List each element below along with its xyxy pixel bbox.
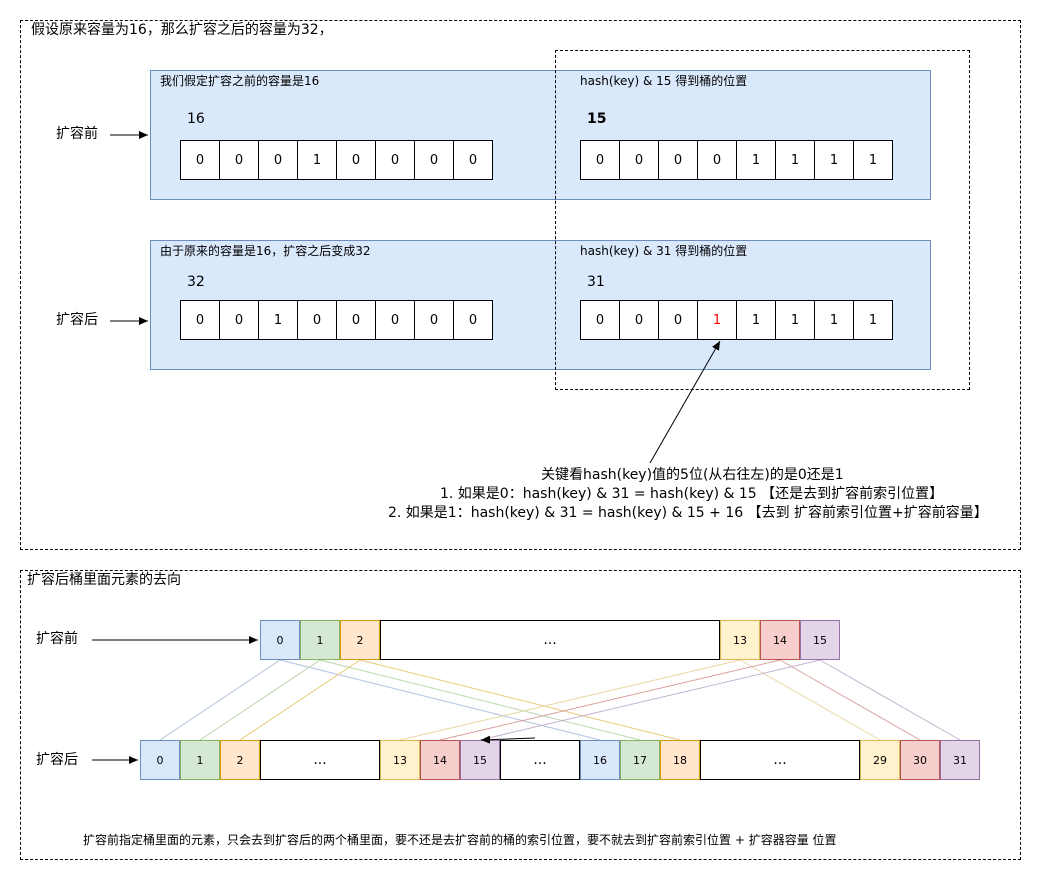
before-buckets-0: 0 <box>260 620 300 660</box>
label-before-bottom: 扩容前 <box>36 631 78 647</box>
bits-16-cell-0: 0 <box>180 140 220 180</box>
bits-31-cell-6: 1 <box>814 300 854 340</box>
section-frame-bottom <box>20 570 1021 860</box>
after-buckets-ellipsis-11: ... <box>700 740 860 780</box>
highlight-frame <box>555 50 970 390</box>
after-buckets-ellipsis-3: ... <box>260 740 380 780</box>
after-buckets-13: 13 <box>380 740 420 780</box>
map-line-14-to-30 <box>779 659 921 741</box>
after-buckets-ellipsis-7: ... <box>500 740 580 780</box>
bits-16-cell-7: 0 <box>453 140 493 180</box>
map-line-15-to-15 <box>479 659 821 741</box>
bits-31-cell-1: 0 <box>619 300 659 340</box>
before-buckets-15: 15 <box>800 620 840 660</box>
bits-32-cell-2: 1 <box>258 300 298 340</box>
arrow-note-to-bit <box>649 340 721 464</box>
note-line-3: 2. 如果是1：hash(key) & 31 = hash(key) & 15 … <box>388 505 988 521</box>
bits-31-cell-3: 1 <box>697 300 737 340</box>
after-buckets-15: 15 <box>460 740 500 780</box>
before-buckets-2: 2 <box>340 620 380 660</box>
footer-note: 扩容前指定桶里面的元素，只会去到扩容后的两个桶里面，要不还是去扩容前的桶的索引位… <box>83 833 837 847</box>
bits-31-cell-2: 0 <box>658 300 698 340</box>
map-line-1-to-1 <box>199 659 321 741</box>
note-line-1: 关键看hash(key)值的5位(从右往左)的是0还是1 <box>541 467 844 483</box>
value-32: 32 <box>187 274 205 290</box>
bits-16-cell-3: 1 <box>297 140 337 180</box>
before-buckets-ellipsis-3: ... <box>380 620 720 660</box>
panel-after-left-label: 由于原来的容量是16，扩容之后变成32 <box>160 244 371 258</box>
bits-16-cell-5: 0 <box>375 140 415 180</box>
value-31: 31 <box>587 274 605 290</box>
value-15: 15 <box>587 111 607 127</box>
bits-32-cell-1: 0 <box>219 300 259 340</box>
bits-15-cell-4: 1 <box>736 140 776 180</box>
panel-before-left-label: 我们假定扩容之前的容量是16 <box>160 74 320 88</box>
label-after-top: 扩容后 <box>56 312 98 328</box>
bits-15-cell-0: 0 <box>580 140 620 180</box>
section-frame-top <box>20 20 1021 550</box>
before-buckets-14: 14 <box>760 620 800 660</box>
bits-16-cell-6: 0 <box>414 140 454 180</box>
bits-16-cell-4: 0 <box>336 140 376 180</box>
after-buckets-30: 30 <box>900 740 940 780</box>
after-buckets-0: 0 <box>140 740 180 780</box>
after-buckets-17: 17 <box>620 740 660 780</box>
label-after-bottom: 扩容后 <box>36 752 78 768</box>
bits-32-cell-7: 0 <box>453 300 493 340</box>
value-16: 16 <box>187 111 205 127</box>
bits-16-cell-2: 0 <box>258 140 298 180</box>
after-buckets-1: 1 <box>180 740 220 780</box>
map-line-13-to-29 <box>739 659 881 741</box>
label-before-top: 扩容前 <box>56 126 98 142</box>
before-buckets-13: 13 <box>720 620 760 660</box>
map-line-0-to-16 <box>279 659 601 741</box>
panel-before-right-label: hash(key) & 15 得到桶的位置 <box>580 74 748 88</box>
bits-15-cell-1: 0 <box>619 140 659 180</box>
after-buckets-29: 29 <box>860 740 900 780</box>
bits-15-cell-3: 0 <box>697 140 737 180</box>
arrow-into-15 <box>480 735 536 744</box>
after-buckets-31: 31 <box>940 740 980 780</box>
map-line-1-to-17 <box>319 659 641 741</box>
map-line-13-to-13 <box>399 659 741 741</box>
after-buckets-2: 2 <box>220 740 260 780</box>
map-line-14-to-14 <box>439 659 781 741</box>
bits-32-cell-5: 0 <box>375 300 415 340</box>
after-buckets-16: 16 <box>580 740 620 780</box>
panel-after-right-label: hash(key) & 31 得到桶的位置 <box>580 244 748 258</box>
after-buckets-14: 14 <box>420 740 460 780</box>
map-line-2-to-18 <box>359 659 681 741</box>
bits-15-cell-7: 1 <box>853 140 893 180</box>
bits-15-cell-6: 1 <box>814 140 854 180</box>
map-line-2-to-2 <box>239 659 361 741</box>
before-buckets-1: 1 <box>300 620 340 660</box>
migration-lines <box>159 659 961 741</box>
section-title-bottom: 扩容后桶里面元素的去向 <box>27 572 181 588</box>
bits-16-cell-1: 0 <box>219 140 259 180</box>
after-buckets-18: 18 <box>660 740 700 780</box>
note-line-2: 1. 如果是0：hash(key) & 31 = hash(key) & 15 … <box>440 486 944 502</box>
bits-15-cell-2: 0 <box>658 140 698 180</box>
map-line-15-to-31 <box>819 659 961 741</box>
bits-31-cell-4: 1 <box>736 300 776 340</box>
map-line-0-to-0 <box>159 659 281 741</box>
bits-31-cell-7: 1 <box>853 300 893 340</box>
section-title-top: 假设原来容量为16，那么扩容之后的容量为32， <box>31 22 333 38</box>
